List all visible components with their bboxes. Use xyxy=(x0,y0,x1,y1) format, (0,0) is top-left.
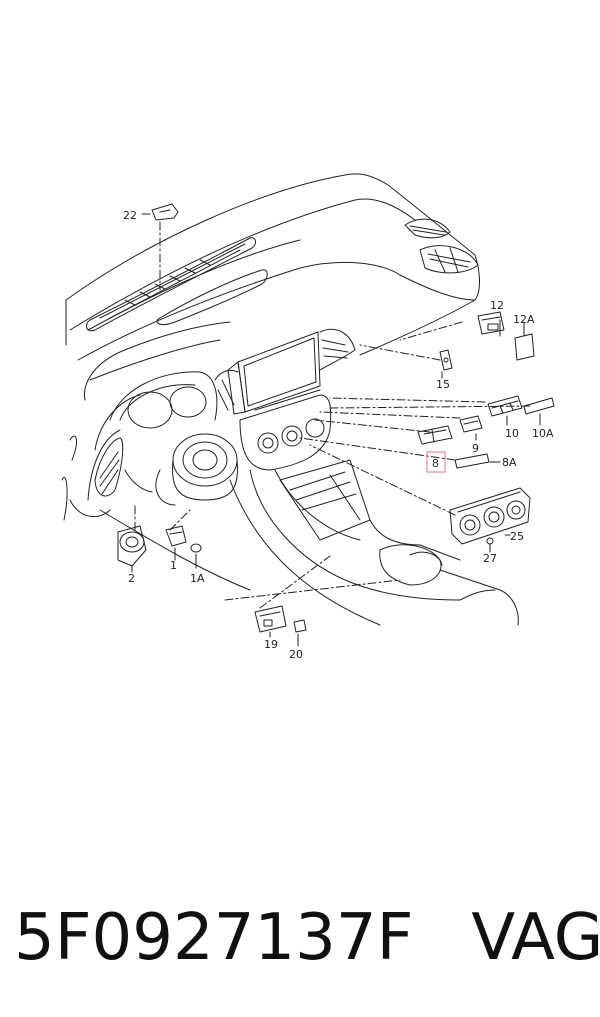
part-25-climate-control xyxy=(449,487,531,545)
part-12-switch xyxy=(477,311,505,335)
dashboard-outline xyxy=(65,173,480,401)
part-number: 5F0927137F xyxy=(14,901,414,975)
callout-1: 1 xyxy=(170,559,177,572)
callout-1A: 1A xyxy=(190,572,205,585)
instrument-cluster xyxy=(87,371,218,501)
part-number-caption: 5F0927137F VAG xyxy=(14,893,600,983)
right-side-vents xyxy=(404,218,479,274)
part-12A-cover xyxy=(514,333,535,361)
callout-10A: 10A xyxy=(532,427,554,440)
callout-8: 8 xyxy=(432,457,439,470)
part-15-bracket xyxy=(439,349,453,371)
part-10A-trim xyxy=(523,397,555,415)
callout-15: 15 xyxy=(436,378,450,391)
part-8-switch xyxy=(417,425,453,445)
callout-9: 9 xyxy=(472,442,479,455)
callout-22: 22 xyxy=(123,209,137,222)
highlight-box-8 xyxy=(426,451,446,473)
part-8A-trim xyxy=(454,453,490,469)
callout-8A: 8A xyxy=(502,456,517,469)
center-screen xyxy=(214,328,356,415)
callout-ticks xyxy=(131,213,541,647)
callout-10: 10 xyxy=(505,427,519,440)
callout-19: 19 xyxy=(264,638,278,651)
part-10-switch-strip xyxy=(487,395,523,417)
callout-12A: 12A xyxy=(513,313,535,326)
steering-column xyxy=(124,433,239,506)
part-1A-ring xyxy=(190,543,202,553)
center-console xyxy=(69,389,519,626)
part-1-switch xyxy=(165,525,187,547)
callout-20: 20 xyxy=(289,648,303,661)
part-20-clip xyxy=(293,619,307,633)
defrost-vent xyxy=(86,237,268,332)
callout-25: 25 xyxy=(510,530,524,543)
part-19-switch-module xyxy=(254,605,287,633)
brand-name: VAG xyxy=(471,901,600,975)
part-9-switch xyxy=(459,415,483,433)
leader-lines xyxy=(134,221,531,609)
callout-2: 2 xyxy=(128,572,135,585)
callout-27: 27 xyxy=(483,552,497,565)
part-2-light-switch xyxy=(117,525,147,567)
left-vent xyxy=(61,435,124,521)
part-22-sensor xyxy=(151,203,179,221)
callout-12: 12 xyxy=(490,299,504,312)
